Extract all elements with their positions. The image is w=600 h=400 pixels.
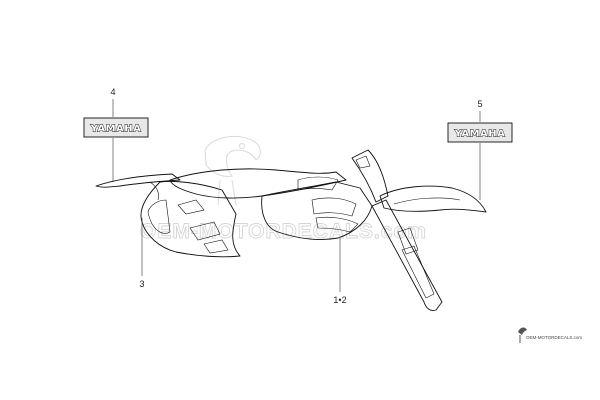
emblem-left: YAMAHA — [83, 117, 149, 138]
fork-tube — [397, 227, 419, 255]
emblem-right-text: YAMAHA — [454, 129, 506, 140]
fork-guard — [371, 199, 443, 311]
watermark-bird-logo — [204, 135, 261, 206]
side-panel-stripe-3 — [203, 239, 229, 254]
callout-1-2: 1•2 — [333, 295, 346, 305]
motorcycle-outline — [95, 149, 487, 311]
radiator-shroud — [261, 181, 373, 241]
emblem-left-frame — [83, 117, 149, 138]
callout-5: 5 — [477, 99, 482, 109]
shroud-scoop — [297, 176, 339, 191]
seat — [169, 168, 347, 199]
handlebar-pad — [355, 155, 371, 169]
watermark-footer-text: OEM-MOTORDECALS.com — [526, 335, 582, 340]
watermark-footer: OEM-MOTORDECALS.com — [518, 327, 582, 343]
rear-fender — [95, 173, 181, 188]
emblem-right: YAMAHA — [447, 122, 513, 143]
shroud-graphic-2 — [315, 216, 359, 233]
emblem-left-text: YAMAHA — [90, 124, 142, 135]
fork-guard-graphic — [401, 245, 435, 299]
number-plate — [351, 149, 389, 203]
callout-3: 3 — [139, 279, 144, 289]
shroud-graphic-1 — [311, 197, 357, 217]
watermark-text: OEM-MOTORDECALS.com — [140, 220, 427, 243]
front-fender — [379, 185, 487, 213]
front-fender-inner — [393, 197, 461, 205]
rear-fender-edge — [149, 181, 159, 201]
side-panel-stripe-1 — [177, 199, 205, 215]
watermark: OEM-MOTORDECALS.com OEM-MOTORDECALS.com — [140, 135, 582, 343]
side-panel-stripe-2 — [189, 221, 221, 241]
side-panel — [140, 180, 241, 258]
side-panel-inner — [147, 199, 171, 234]
emblem-right-frame — [447, 122, 513, 143]
callout-4: 4 — [110, 87, 115, 97]
